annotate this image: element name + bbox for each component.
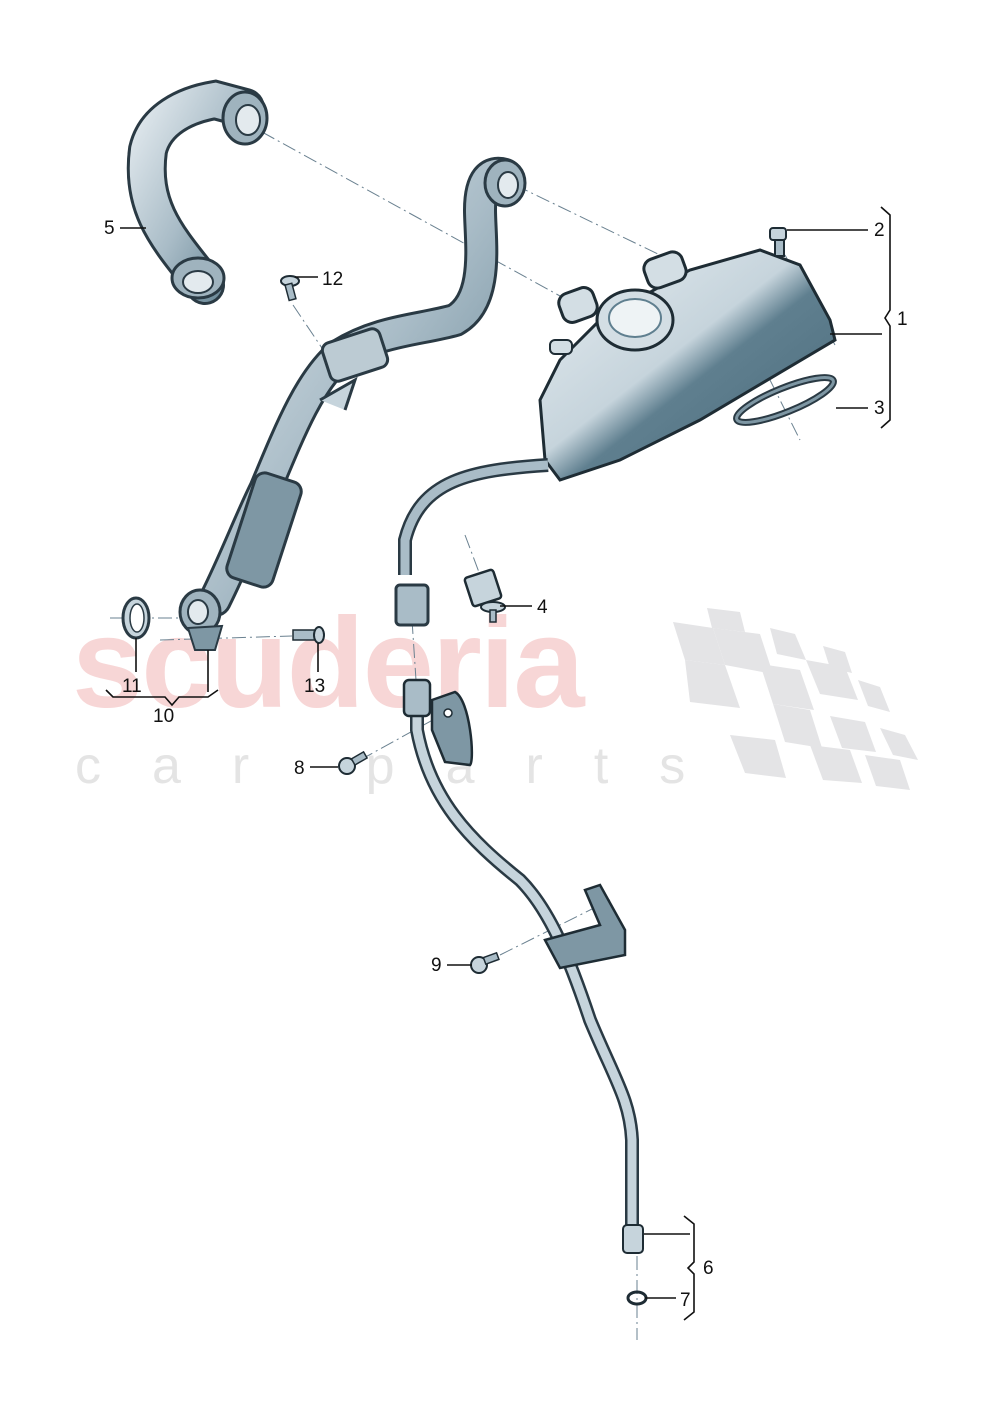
checker-flag-watermark [673, 608, 918, 790]
callout-6: 6 [703, 1258, 714, 1279]
part-9-bolt [470, 951, 500, 974]
part-4-clip [463, 568, 506, 623]
callout-10: 10 [153, 706, 175, 727]
callout-9: 9 [431, 955, 442, 976]
callout-13: 13 [304, 676, 326, 697]
callout-3: 3 [874, 398, 885, 419]
part-11-seal-ring [121, 596, 151, 640]
part-5-breather-hose [126, 79, 269, 305]
callout-8: 8 [294, 758, 305, 779]
leader-lines [105, 206, 891, 1321]
part-8-bolt [338, 750, 369, 775]
part-2-bolt [769, 227, 787, 257]
part-12-bolt [280, 275, 300, 302]
part-1-oil-separator [394, 248, 837, 627]
callout-1: 1 [897, 309, 908, 330]
callout-11: 11 [122, 676, 142, 697]
callout-4: 4 [537, 597, 548, 618]
callout-2: 2 [874, 220, 885, 241]
part-6-pipe [402, 678, 644, 1254]
watermark-brand: scuderia [72, 592, 584, 735]
watermark-subtitle: car parts [75, 737, 737, 795]
callout-12: 12 [322, 269, 344, 290]
callout-7: 7 [680, 1290, 691, 1311]
part-13-bolt [292, 626, 325, 644]
part-3-gasket [733, 374, 837, 426]
callout-5: 5 [104, 218, 115, 239]
part-10-connection-pipe [178, 156, 527, 651]
